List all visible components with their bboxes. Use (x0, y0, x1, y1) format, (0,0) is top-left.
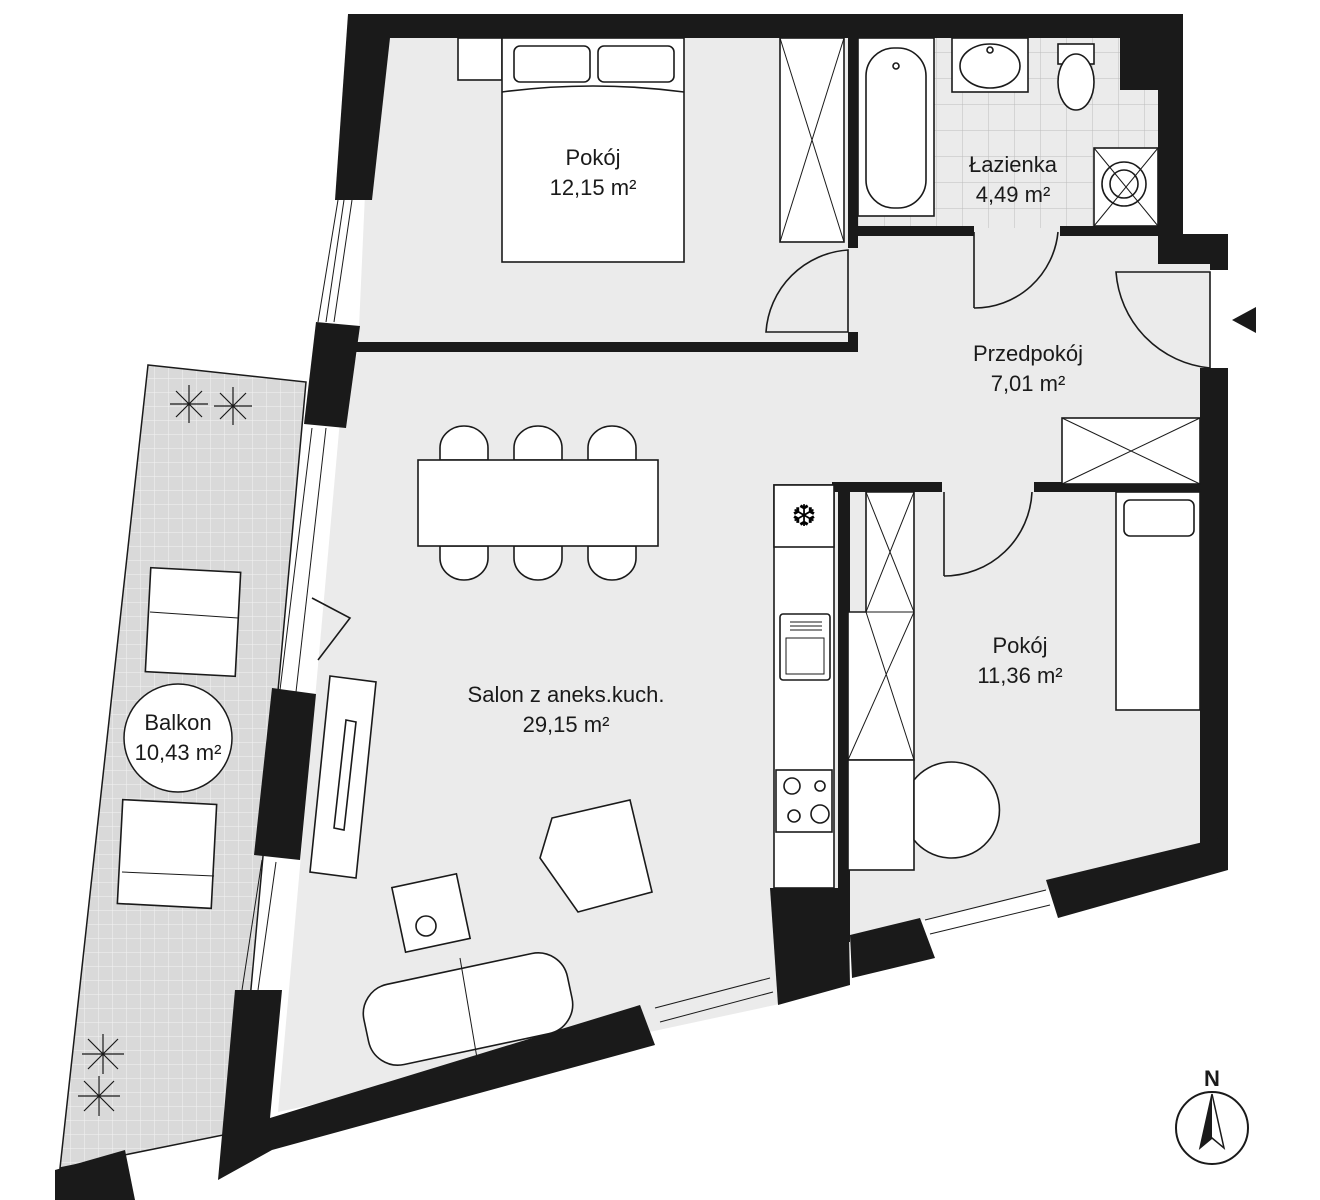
nightstand (457, 37, 503, 81)
burner-1 (783, 777, 801, 795)
room-bathroom-name: Łazienka (969, 152, 1058, 177)
wardrobe-bedroom-x (779, 37, 845, 243)
kitchen-sink-drainer (790, 621, 822, 631)
burner-2 (814, 780, 826, 792)
wall-room2-top-b (1034, 482, 1204, 492)
window-left-1b (333, 199, 353, 323)
wall-top (348, 14, 1183, 38)
window-left-1a (317, 199, 339, 323)
room-balcony-name: Balkon (144, 710, 211, 735)
shower-x (1093, 147, 1159, 227)
lounger-1-line (149, 611, 239, 619)
wall-room2-left (838, 482, 850, 942)
wall-column (770, 888, 850, 1005)
desk-chair (913, 761, 1001, 859)
room-living-area: 29,15 m² (523, 712, 610, 737)
window-bottom-1b (659, 991, 774, 1023)
window-bottom-1a (654, 977, 771, 1009)
burner-4 (810, 804, 830, 824)
toilet (1057, 53, 1095, 111)
sink (959, 43, 1021, 89)
bathtub-inner (865, 47, 927, 209)
window-bottom-2b (929, 904, 1051, 935)
door-room2 (943, 491, 1033, 577)
wall-right-entry-top (1210, 234, 1228, 270)
wall-right-lower (1200, 368, 1228, 860)
wall-bottom-left (218, 990, 655, 1180)
snowflake-icon: ❆ (791, 499, 816, 534)
bathtub-drain (892, 62, 900, 70)
room-bedroom1-name: Pokój (565, 145, 620, 170)
door-bedroom (765, 249, 849, 333)
wall-bottom-mid (850, 918, 935, 978)
room-bathroom-area: 4,49 m² (976, 182, 1051, 207)
desk (847, 759, 915, 871)
side-table (390, 872, 472, 954)
wall-bedroom-right-b (848, 332, 858, 352)
pillow-1 (513, 45, 591, 83)
room-hallway-name: Przedpokój (973, 341, 1083, 366)
room-bedroom2-area: 11,36 m² (977, 663, 1062, 688)
dining-chairs-bottom (439, 545, 637, 581)
plant-bottom (78, 1034, 124, 1116)
door-bathroom (973, 231, 1059, 309)
window-left-1c (325, 199, 345, 323)
room-bedroom1-area: 12,15 m² (550, 175, 637, 200)
pillow-2 (597, 45, 675, 83)
sink-tap (986, 46, 994, 54)
dining-chairs-top (439, 425, 637, 461)
room-bedroom2-name: Pokój (992, 633, 1047, 658)
lounger-1 (144, 566, 242, 678)
fridge (773, 484, 835, 548)
door-entrance (1115, 271, 1211, 369)
window-left-2a (279, 427, 313, 691)
single-bed-pillow (1123, 499, 1195, 537)
window-left-2b (295, 427, 327, 693)
tv (333, 719, 357, 831)
wardrobe-room2-x (847, 491, 915, 761)
room-hallway-area: 7,01 m² (991, 371, 1066, 396)
wall-room2-top-a (832, 482, 942, 492)
wall-bath-bottom-a (848, 226, 974, 236)
window-left-3a (241, 859, 263, 991)
bed-blanket (501, 85, 685, 93)
wall-bottom-right (1046, 836, 1228, 918)
armchair (539, 799, 653, 913)
wall-bath-bottom-b (1060, 226, 1160, 236)
lounger-2-line (121, 871, 215, 877)
entrance-arrow (1232, 307, 1256, 333)
wall-right-bath (1158, 14, 1183, 264)
dining-table (417, 459, 659, 547)
compass-arrow-half (1200, 1094, 1212, 1148)
lounger-2 (116, 798, 218, 910)
wall-bedroom-bottom (356, 342, 858, 352)
window-bottom-2a (924, 889, 1047, 921)
balcony-label-circle (123, 683, 233, 793)
plant-top (170, 385, 252, 425)
room-living-name: Salon z aneks.kuch. (468, 682, 665, 707)
burner-3 (787, 809, 801, 823)
wardrobe-hall-x (1061, 417, 1201, 485)
wall-left-pillar-1 (304, 322, 360, 428)
balcony-wall-bottom (55, 1150, 135, 1200)
window-left-3b (257, 861, 277, 991)
lamp (415, 915, 437, 937)
kitchen-sink-basin (785, 637, 825, 675)
kitchen-sink (779, 613, 831, 681)
wall-left-pillar-2 (254, 688, 316, 860)
wall-top-left (335, 14, 390, 200)
sofa-divider (459, 957, 479, 1065)
compass: N (1175, 1066, 1249, 1165)
wall-bath-inner (848, 38, 858, 233)
room-balcony-area: 10,43 m² (135, 740, 222, 765)
door-balcony (311, 597, 352, 661)
compass-north-label: N (1204, 1066, 1220, 1091)
sofa (362, 952, 574, 1066)
